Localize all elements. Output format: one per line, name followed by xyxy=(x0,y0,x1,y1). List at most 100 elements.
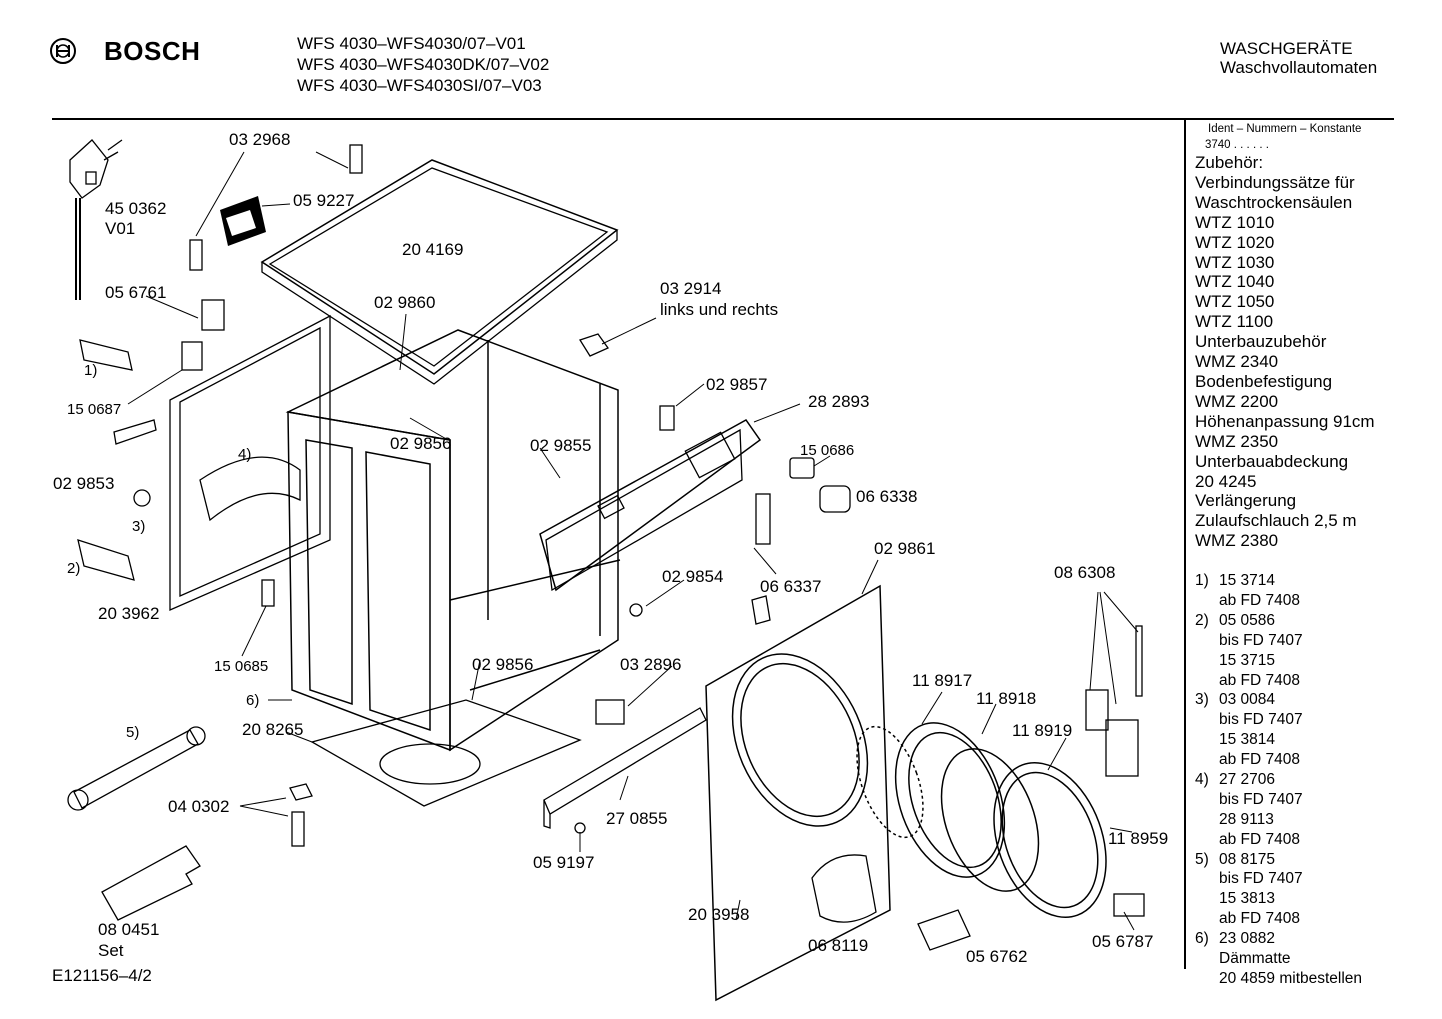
footnote-line: 15 3715 xyxy=(1219,651,1276,669)
category-subtitle: Waschvollautomaten xyxy=(1220,58,1378,77)
footnote-text: 05 0586 bis FD 7407 15 3715 ab FD 7408 xyxy=(1219,611,1303,691)
spanner-part xyxy=(67,726,206,811)
ident-title: Ident – Nummern – Konstante xyxy=(1208,123,1362,135)
accessory-line: Unterbauzubehör xyxy=(1195,332,1327,352)
footnote-line: bis FD 7407 xyxy=(1219,870,1303,888)
footnote-num: 6) xyxy=(1195,930,1209,948)
accessory-line: Verbindungssätze für xyxy=(1195,172,1355,192)
footnote-num: 2) xyxy=(1195,611,1209,629)
footnote-line: 08 8175 xyxy=(1219,850,1276,868)
footnote-line: bis FD 7407 xyxy=(1219,711,1303,729)
door-rings-part xyxy=(856,722,1107,919)
accessory-line: WMZ 2380 xyxy=(1195,531,1279,551)
part-label: V01 xyxy=(105,219,136,238)
part-label: 15 0687 xyxy=(67,401,122,418)
part-label: 02 9854 xyxy=(662,567,724,586)
note-marker: 4) xyxy=(238,446,252,463)
part-label: 08 0451 xyxy=(98,920,160,939)
accessory-line: Zubehör: xyxy=(1195,153,1264,172)
front-panel-part xyxy=(705,584,891,1002)
accessory-line: WTZ 1020 xyxy=(1195,232,1275,252)
part-label: links und rechts xyxy=(660,300,779,319)
footnote-line: ab FD 7408 xyxy=(1219,751,1300,769)
part-label: 06 8119 xyxy=(808,936,869,955)
part-label: 11 8959 xyxy=(1108,829,1169,848)
part-label: 15 0685 xyxy=(214,658,269,675)
header-rule xyxy=(52,118,1394,120)
part-label: 11 8918 xyxy=(976,689,1037,708)
part-label: 02 9853 xyxy=(53,474,115,493)
note-marker: 1) xyxy=(84,362,98,379)
top-cover-part xyxy=(260,159,619,385)
footnote-num: 1) xyxy=(1195,572,1209,589)
footnote-line: 20 4859 mitbestellen xyxy=(1219,969,1363,987)
leader-lines xyxy=(127,151,1139,931)
part-label: 11 8919 xyxy=(1012,721,1073,740)
part-label: 06 6338 xyxy=(856,487,918,506)
accessory-line: WTZ 1040 xyxy=(1195,272,1275,292)
accessory-line: WMZ 2350 xyxy=(1195,431,1279,451)
footnote-num: 5) xyxy=(1195,850,1209,868)
part-label: 27 0855 xyxy=(606,809,668,828)
footnote-num: 3) xyxy=(1195,691,1209,709)
part-label: 02 9861 xyxy=(874,539,936,558)
footnote-line: bis FD 7407 xyxy=(1219,790,1303,808)
exploded-view-drawing xyxy=(67,139,1145,1002)
footnote-line: 23 0882 xyxy=(1219,930,1276,948)
footnote-line: ab FD 7408 xyxy=(1219,830,1300,848)
part-label: 05 9227 xyxy=(293,191,355,210)
footnote-line: 15 3814 xyxy=(1219,731,1276,749)
footnote-line: 27 2706 xyxy=(1219,770,1276,788)
part-label: 05 6787 xyxy=(1092,932,1154,951)
lower-parts xyxy=(289,699,971,951)
ident-value: 3740 . . . . . . xyxy=(1205,139,1269,151)
accessory-line: WMZ 2200 xyxy=(1195,391,1279,411)
brand-name: BOSCH xyxy=(104,36,201,66)
part-label: 45 0362 xyxy=(105,199,167,218)
part-label: 03 2914 xyxy=(660,279,722,298)
note-marker: 3) xyxy=(132,518,146,535)
footnote-text: 23 0882 Dämmatte 20 4859 mitbestellen xyxy=(1219,929,1362,989)
accessory-line: Verlängerung xyxy=(1195,491,1297,511)
bosch-armature-icon xyxy=(50,38,76,64)
sidebar-divider xyxy=(1184,119,1186,969)
part-label: Set xyxy=(98,941,124,960)
footnote-line: Dämmatte xyxy=(1219,950,1291,968)
footnote-line: 03 0084 xyxy=(1219,691,1276,709)
footnote-line: 05 0586 xyxy=(1219,611,1276,629)
accessory-line: Bodenbefestigung xyxy=(1195,371,1333,391)
part-label: 02 9856 xyxy=(390,434,452,453)
footnote-text: 08 8175 bis FD 7407 15 3813 ab FD 7408 xyxy=(1219,850,1303,930)
footnote-num: 4) xyxy=(1195,770,1209,788)
accessory-line: WTZ 1050 xyxy=(1195,292,1275,312)
footnote-text: 27 2706 bis FD 7407 28 9113 ab FD 7408 xyxy=(1219,770,1303,850)
part-label: 02 9857 xyxy=(706,375,768,394)
footnote-line: 15 3813 xyxy=(1219,890,1276,908)
part-label: 28 2893 xyxy=(808,392,870,411)
footnote-line: 15 3714 xyxy=(1219,572,1276,589)
part-label: 02 9856 xyxy=(472,655,534,674)
bosch-logo xyxy=(48,36,78,71)
model-line-1: WFS 4030–WFS4030/07–V01 xyxy=(297,34,526,53)
note-marker: 6) xyxy=(246,692,260,709)
part-label: 08 6308 xyxy=(1054,563,1116,582)
part-label: 20 4169 xyxy=(402,240,464,259)
clip-parts xyxy=(181,144,675,431)
part-label: 05 6762 xyxy=(966,947,1028,966)
note-marker: 5) xyxy=(126,724,140,741)
part-label: 20 8265 xyxy=(242,720,304,739)
rear-frame-part xyxy=(169,314,331,611)
cabinet-part xyxy=(285,329,621,752)
accessories-list: Zubehör: Verbindungssätze für Waschtrock… xyxy=(1195,153,1375,551)
accessory-line: WTZ 1100 xyxy=(1195,312,1274,332)
part-label: 02 9855 xyxy=(530,436,592,455)
left-small-parts xyxy=(77,339,157,581)
accessory-line: WMZ 2340 xyxy=(1195,352,1279,372)
part-label: 02 9860 xyxy=(374,293,436,312)
footnote-line: ab FD 7408 xyxy=(1219,671,1300,689)
category-title: WASCHGERÄTE xyxy=(1220,39,1353,58)
accessory-line: WTZ 1010 xyxy=(1195,212,1275,232)
footnote-line: 28 9113 xyxy=(1219,810,1274,828)
part-label: 05 9197 xyxy=(533,853,595,872)
part-label: 05 6761 xyxy=(105,283,167,302)
